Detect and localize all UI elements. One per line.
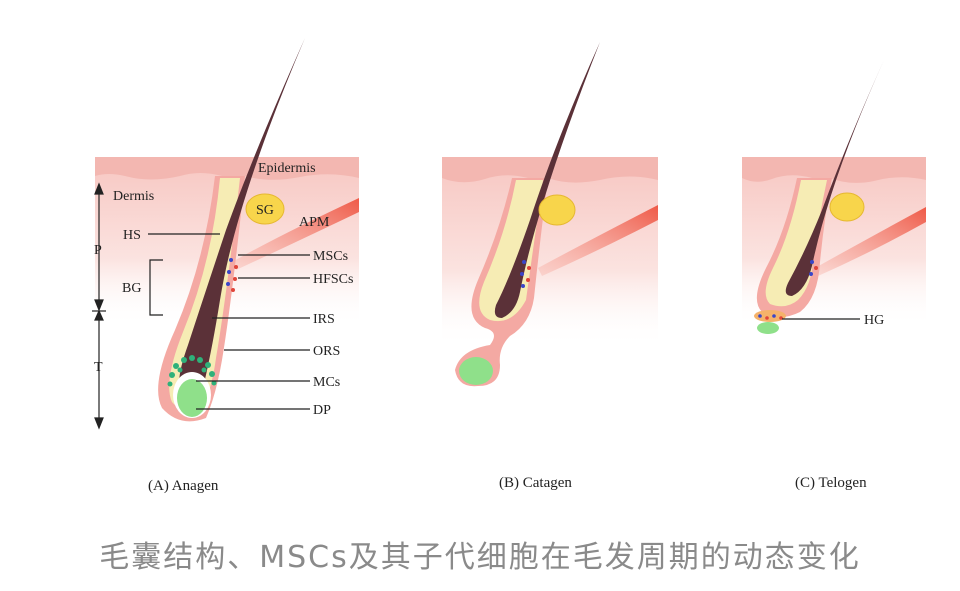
stem-cells-catagen: [520, 260, 531, 288]
label-irs: IRS: [313, 312, 335, 327]
sebaceous-gland-b: [538, 194, 576, 226]
label-dp: DP: [313, 403, 331, 418]
label-hfscs: HFSCs: [313, 272, 353, 287]
hair-germ: [754, 310, 786, 322]
caption-anagen: (A) Anagen: [148, 478, 219, 494]
sebaceous-gland: [245, 193, 285, 225]
label-p: P: [94, 243, 102, 258]
label-ors: ORS: [313, 344, 340, 359]
sebaceous-gland-c: [829, 192, 865, 222]
p-t-arrows: [92, 182, 106, 430]
caption-telogen: (C) Telogen: [795, 475, 867, 491]
label-hg: HG: [864, 313, 884, 328]
label-mcs: MCs: [313, 375, 340, 390]
label-epidermis: Epidermis: [258, 161, 316, 176]
apm-muscle: [232, 198, 359, 270]
dermal-papilla: [177, 379, 207, 417]
hair-shaft-c: [785, 60, 884, 296]
panel-telogen: HG (C) Telogen: [742, 60, 926, 491]
panel-catagen: (B) Catagen: [442, 42, 658, 491]
melanocytes: [167, 355, 217, 387]
hair-shaft-b: [494, 42, 600, 318]
dermal-papilla-c: [757, 322, 779, 334]
stem-cells-anagen: [226, 258, 238, 292]
footer-caption: 毛囊结构、MSCs及其子代细胞在毛发周期的动态变化: [99, 540, 861, 575]
dermal-papilla-b: [459, 357, 493, 385]
label-t: T: [94, 360, 103, 375]
epidermis-layer-c: [742, 157, 926, 183]
label-hs: HS: [123, 228, 141, 243]
inner-sheath-b: [479, 180, 543, 322]
hair-shaft: [179, 38, 305, 396]
bg-bracket: [149, 259, 163, 316]
stem-cells-telogen: [758, 260, 818, 320]
panel-anagen: SG Epidermis Dermis APM P T BG HS: [92, 38, 359, 494]
label-bg: BG: [122, 281, 141, 296]
epidermis-layer: [95, 157, 359, 180]
label-sg: SG: [256, 203, 274, 218]
caption-catagen: (B) Catagen: [499, 475, 572, 491]
apm-muscle-c: [815, 207, 926, 276]
label-dermis: Dermis: [113, 189, 154, 204]
leader-lines: [148, 233, 310, 410]
inner-sheath-c: [765, 180, 827, 307]
apm-muscle-b: [538, 205, 658, 276]
label-mscs: MSCs: [313, 249, 348, 264]
label-apm: APM: [299, 215, 330, 230]
